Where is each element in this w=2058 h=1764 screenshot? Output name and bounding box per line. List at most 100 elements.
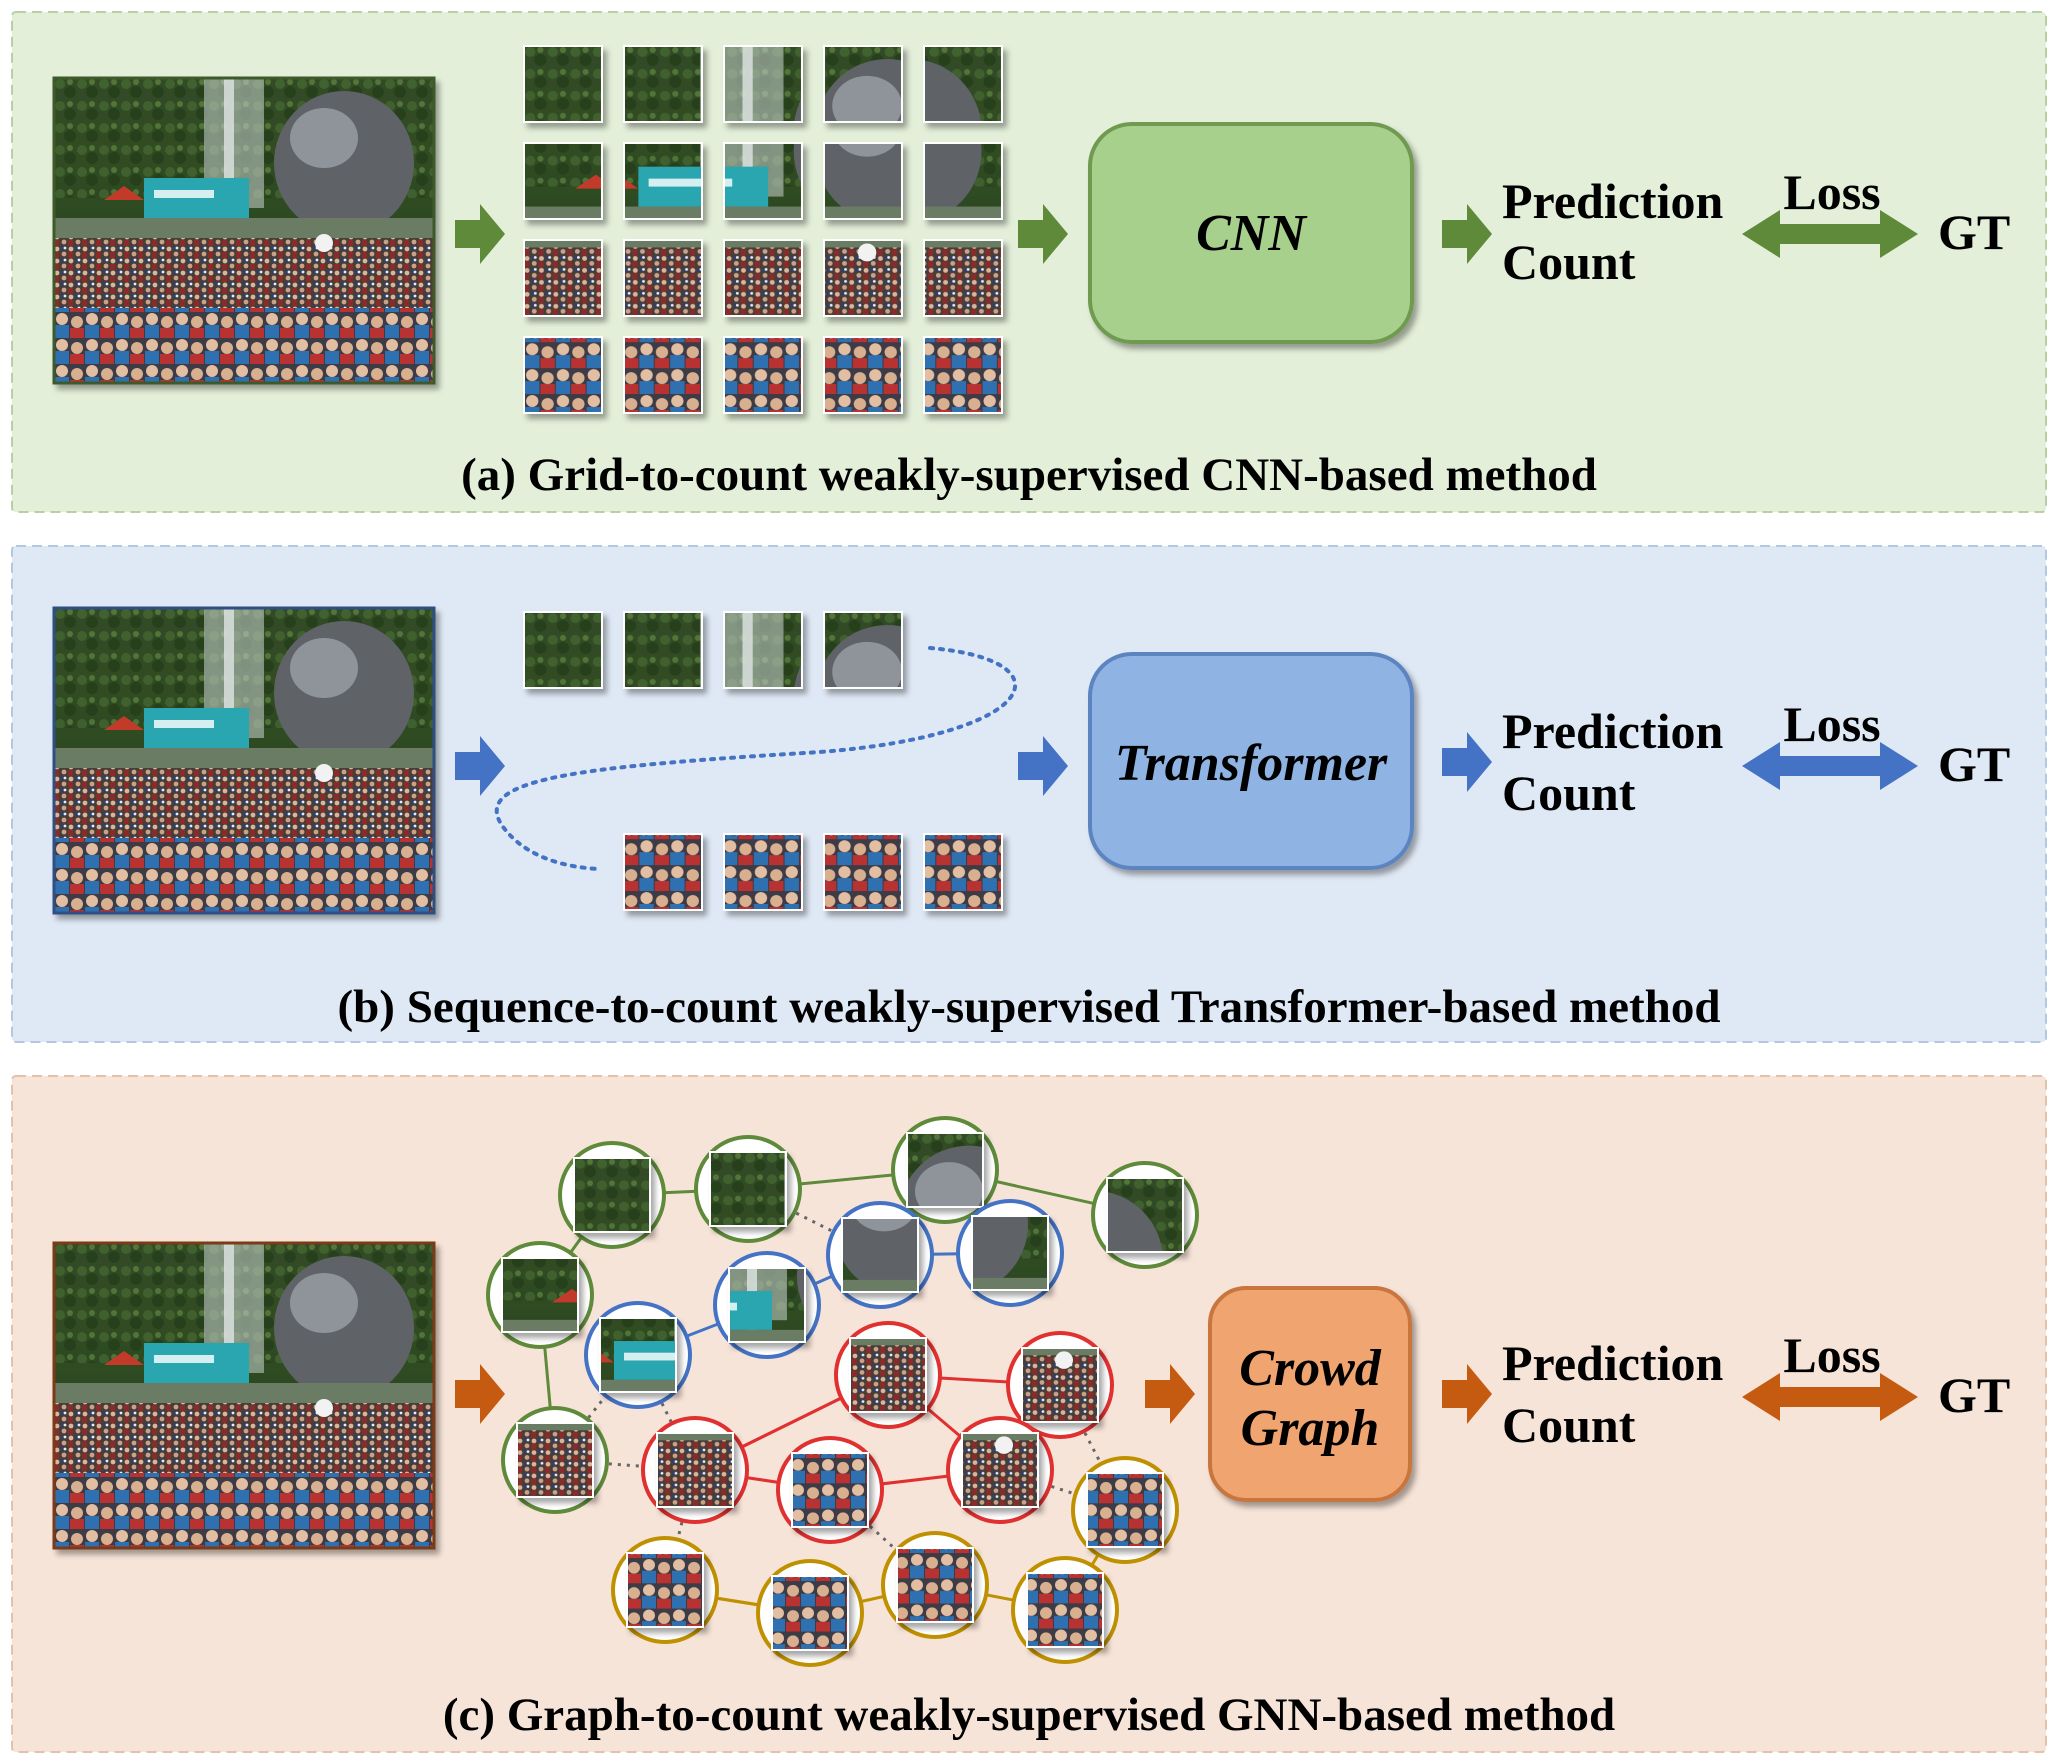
node-patch: [573, 1157, 651, 1233]
grid-patch: [523, 142, 603, 220]
node-patch: [841, 1217, 919, 1293]
grid-patch: [923, 45, 1003, 123]
node-patch: [599, 1317, 677, 1393]
grid-patch: [823, 45, 903, 123]
node-patch: [1106, 1177, 1184, 1253]
arrow-to-grid: [455, 204, 505, 264]
panel-background: [11, 545, 2047, 1043]
node-patch: [656, 1432, 734, 1508]
graph-node-gold: [611, 1536, 719, 1644]
arrow-to-graph: [455, 1364, 505, 1424]
graph-node-gold: [756, 1559, 864, 1667]
grid-patch: [623, 142, 703, 220]
panel-caption: (b) Sequence-to-count weakly-supervised …: [338, 981, 1721, 1033]
graph-node-red: [1006, 1331, 1114, 1439]
input-image: [52, 606, 436, 915]
arrow-to-model: [1145, 1364, 1195, 1424]
grid-patch: [623, 336, 703, 414]
arrow-to-output: [1442, 1364, 1492, 1424]
graph-node-red: [641, 1416, 749, 1524]
output-label-line-2: Count: [1502, 1397, 1636, 1453]
panel-graph-to-count: Crowd Graph Prediction Count Loss GT (c)…: [11, 1075, 2047, 1753]
panel-background: [11, 11, 2047, 513]
graph-node-green: [558, 1141, 666, 1249]
node-patch: [906, 1132, 984, 1208]
sequence-connector: [494, 646, 1018, 871]
node-patch: [771, 1575, 849, 1651]
model-label-line-2: Graph: [1241, 1400, 1380, 1457]
node-patch: [971, 1215, 1049, 1291]
graph-edge-dotted: [747, 1187, 881, 1257]
grid-patch: [623, 45, 703, 123]
image-patch-grid: [523, 45, 1003, 414]
graph-node-gold: [1011, 1556, 1119, 1664]
patch-sequence: [494, 611, 1018, 911]
output-label-line-1: Prediction: [1502, 703, 1723, 759]
graph-node-blue: [713, 1251, 821, 1359]
sequence-patch: [623, 611, 703, 689]
node-patch: [961, 1432, 1039, 1508]
node-patch: [896, 1547, 974, 1623]
model-box-cnn: CNN: [1088, 122, 1414, 344]
grid-patch: [723, 142, 803, 220]
model-box-transformer: Transformer: [1088, 652, 1414, 870]
graph-node-green: [1091, 1161, 1199, 1269]
target-label: GT: [1938, 1367, 2010, 1423]
arrow-to-model: [1018, 204, 1068, 264]
output-label-line-1: Prediction: [1502, 173, 1723, 229]
panel-caption: (a) Grid-to-count weakly-supervised CNN-…: [461, 449, 1597, 501]
grid-patch: [823, 239, 903, 317]
grid-patch: [823, 336, 903, 414]
output-label-line-1: Prediction: [1502, 1335, 1723, 1391]
graph-node-green: [501, 1406, 609, 1514]
arrow-to-output: [1442, 732, 1492, 792]
grid-patch: [723, 336, 803, 414]
arrow-to-model: [1018, 736, 1068, 796]
node-patch: [1021, 1347, 1099, 1423]
graph-node-red: [776, 1436, 884, 1544]
input-image: [52, 76, 436, 385]
sequence-patch: [723, 611, 803, 689]
loss-label: Loss: [1783, 1327, 1880, 1383]
sequence-patch: [823, 833, 903, 911]
graph-node-gold: [881, 1531, 989, 1639]
arrow-to-sequence: [455, 736, 505, 796]
sequence-patch: [723, 833, 803, 911]
target-label: GT: [1938, 204, 2010, 260]
input-image: [52, 1241, 436, 1550]
graph-node-blue: [826, 1201, 934, 1309]
node-patch: [1026, 1572, 1104, 1648]
node-patch: [501, 1257, 579, 1333]
loss-double-arrow: [1742, 210, 1918, 258]
model-label: CNN: [1196, 205, 1308, 262]
graph-edge-dotted: [636, 1354, 697, 1471]
loss-double-arrow: [1742, 1373, 1918, 1421]
grid-patch: [523, 239, 603, 317]
grid-patch: [723, 239, 803, 317]
graph-node-gold: [1071, 1456, 1179, 1564]
graph-node-green: [891, 1116, 999, 1224]
sequence-patch: [823, 611, 903, 689]
grid-patch: [923, 142, 1003, 220]
panel-sequence-to-count: Transformer Prediction Count Loss GT (b)…: [11, 545, 2047, 1043]
node-patch: [1086, 1472, 1164, 1548]
panel-grid-to-count: CNN Prediction Count Loss GT (a) Grid-to…: [11, 11, 2047, 513]
grid-patch: [823, 142, 903, 220]
model-label: Transformer: [1115, 735, 1388, 792]
node-patch: [849, 1337, 927, 1413]
sequence-patch: [923, 833, 1003, 911]
grid-patch: [923, 239, 1003, 317]
graph-node-red: [946, 1416, 1054, 1524]
crowd-graph: [486, 1116, 1199, 1667]
node-patch: [791, 1452, 869, 1528]
grid-patch: [523, 336, 603, 414]
node-patch: [709, 1151, 787, 1227]
graph-node-blue: [956, 1199, 1064, 1307]
node-patch: [516, 1422, 594, 1498]
sequence-patch: [623, 833, 703, 911]
graph-node-green: [486, 1241, 594, 1349]
model-box-crowd-graph: Crowd Graph: [1208, 1286, 1412, 1502]
grid-patch: [723, 45, 803, 123]
target-label: GT: [1938, 736, 2010, 792]
